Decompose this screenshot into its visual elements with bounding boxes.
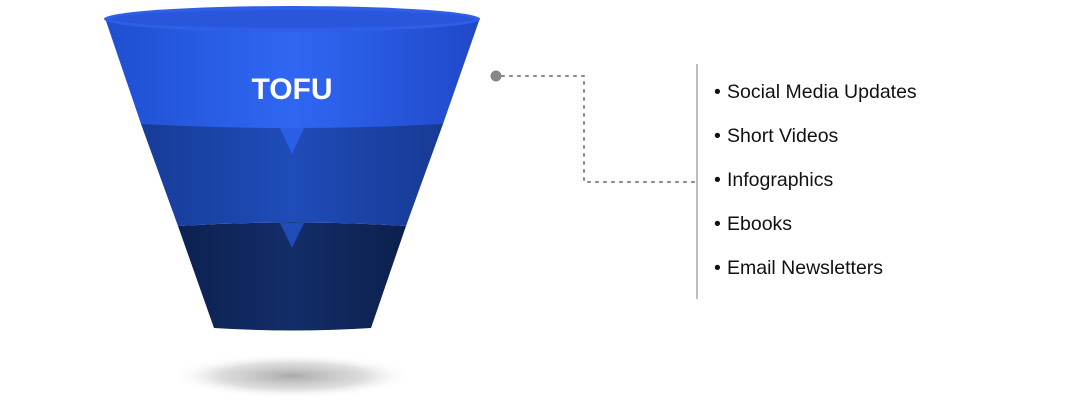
connector-dot	[490, 70, 502, 82]
funnel-stage-top-label: TOFU	[251, 73, 332, 106]
connector-line	[501, 75, 695, 183]
funnel-middle-pointer	[280, 223, 304, 248]
funnel-stage-middle	[141, 120, 443, 226]
list-item-text: Ebooks	[727, 213, 793, 235]
list-item-text: Email Newsletters	[727, 257, 884, 279]
funnel-stage-bottom	[178, 222, 406, 331]
list-item-text: Social Media Updates	[727, 81, 917, 103]
list-item-text: Short Videos	[727, 125, 839, 147]
list-item: •Social Media Updates	[714, 81, 917, 103]
funnel-stage-top	[105, 18, 480, 128]
funnel-top-pointer	[280, 128, 304, 154]
funnel-shadow	[170, 354, 414, 398]
funnel-rim-inner	[110, 10, 474, 28]
list-item: •Infographics	[714, 169, 834, 191]
content-list: •Social Media Updates •Short Videos •Inf…	[714, 78, 917, 298]
list-item: •Email Newsletters	[714, 257, 884, 279]
list-item-text: Infographics	[727, 169, 834, 191]
list-item: •Ebooks	[714, 213, 793, 235]
list-item: •Short Videos	[714, 125, 839, 147]
